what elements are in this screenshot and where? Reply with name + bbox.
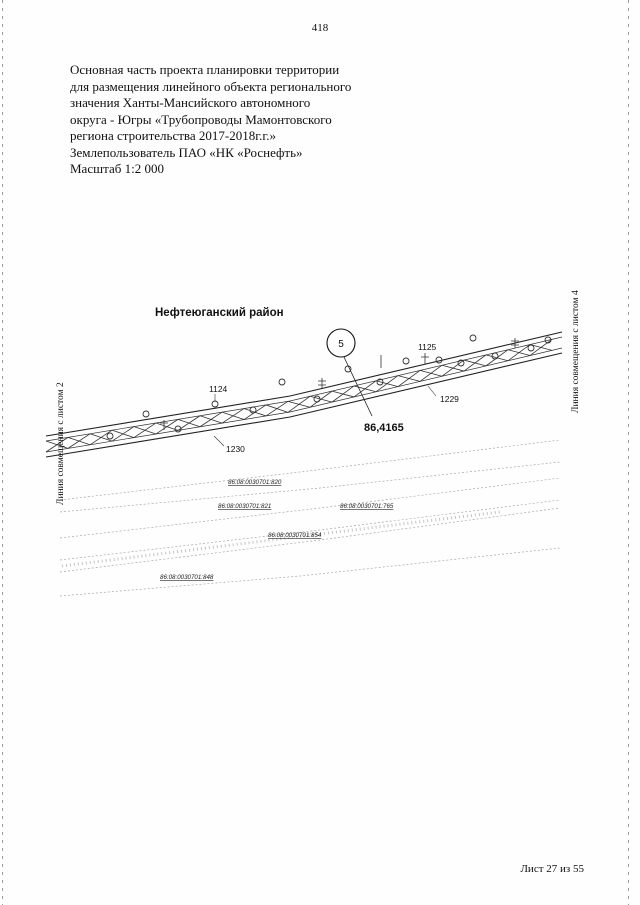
road-texture [61, 510, 501, 568]
point-leader [427, 385, 437, 397]
survey-marker [376, 378, 384, 386]
hatch-line [221, 408, 245, 424]
hatch-line [287, 395, 311, 413]
pole-icon [318, 378, 326, 388]
parcel-label: 86:08:0030701:848 [160, 574, 214, 581]
survey-marker [106, 432, 114, 440]
survey-marker [527, 344, 535, 352]
hatch-line [485, 349, 509, 367]
corridor-line-inner-bottom [45, 347, 563, 453]
survey-marker [278, 378, 286, 386]
hatch-line [331, 385, 355, 403]
hatch-line [265, 400, 289, 417]
hatch-line [67, 433, 91, 449]
pole-symbols [160, 338, 519, 430]
point-leader [213, 435, 225, 447]
pole-icon [421, 353, 429, 364]
parcel-label: 86:08:0030701:854 [268, 532, 322, 539]
right-match-line-label: Линия совмещения с листом 4 [571, 290, 581, 413]
hatch-line [45, 437, 69, 453]
hatch-line [353, 380, 377, 398]
scale-line: Масштаб 1:2 000 [70, 161, 164, 176]
hatch-line [177, 415, 201, 431]
hatch-line [375, 375, 399, 393]
parcel-boundary [59, 499, 561, 561]
page-number: 418 [311, 22, 329, 34]
survey-marker [142, 410, 150, 418]
hatch-line [529, 339, 553, 356]
road-band [61, 510, 501, 568]
hatch-line [133, 422, 157, 438]
scan-edge-right [628, 0, 629, 905]
point-label-1124: 1124 [209, 384, 228, 394]
survey-marker [344, 365, 352, 373]
hatch-line [89, 429, 113, 446]
parcel-boundaries [59, 439, 561, 597]
hatch-line [199, 411, 223, 428]
corridor-hatching [45, 339, 553, 453]
cadastral-block-number: 86,4165 [364, 422, 404, 434]
survey-marker [469, 334, 477, 342]
survey-marker [491, 352, 499, 360]
survey-marker [402, 357, 410, 365]
survey-markers [106, 334, 552, 440]
hatch-line [309, 390, 333, 408]
title-line: округа - Югры «Трубопроводы Мамонтовског… [70, 111, 332, 127]
point-label-1230: 1230 [226, 444, 245, 454]
survey-marker [313, 395, 321, 403]
left-match-line-label: Линия совмещения с листом 2 [56, 382, 66, 505]
point-label-1229: 1229 [440, 394, 459, 404]
parcel-labels: 86:08:0030701:820 86:08:0030701:821 86:0… [160, 479, 394, 581]
hatch-line [397, 370, 421, 387]
corridor-line-inner-top [45, 336, 563, 442]
hatch-line [419, 364, 443, 382]
pole-icon [511, 338, 519, 348]
scan-edge-left [2, 0, 3, 905]
title-line: региона строительства 2017-2018г.г.» [70, 128, 276, 143]
land-user-line: Землепользователь ПАО «НК «Роснефть» [70, 144, 303, 160]
parcel-boundary [59, 507, 561, 573]
parcel-boundary [59, 477, 561, 539]
parcel-boundary [59, 547, 561, 597]
title-line: Основная часть проекта планировки террит… [70, 62, 340, 77]
survey-marker [435, 356, 443, 364]
hatch-line [155, 419, 179, 435]
hatch-line [441, 359, 465, 377]
pole-icon [160, 420, 168, 430]
point-label-1125: 1125 [418, 342, 437, 352]
survey-marker [249, 406, 257, 414]
parcel-label: 86:08:0030701:765 [340, 503, 394, 510]
sheet-number: 5 [338, 339, 344, 350]
parcel-label: 86:08:0030701:821 [218, 503, 271, 510]
district-label: Нефтеюганский район [155, 307, 284, 319]
title-block: Основная часть проекта планировки террит… [70, 62, 370, 178]
pipeline-corridor [45, 331, 563, 458]
title-line: для размещения линейного объекта региона… [70, 78, 352, 94]
survey-marker [544, 336, 552, 344]
sheet-leader-line [343, 356, 373, 417]
hatch-line [507, 344, 531, 362]
survey-marker [174, 425, 182, 433]
parcel-label: 86:08:0030701:820 [228, 479, 282, 486]
sheet-number-circle [326, 328, 356, 358]
sheet-counter: Лист 27 из 55 [520, 863, 584, 875]
corridor-line-top [45, 331, 563, 437]
hatch-line [111, 426, 135, 442]
parcel-boundary [59, 439, 561, 501]
survey-marker [457, 359, 465, 367]
parcel-boundary [59, 461, 561, 513]
title-line: значения Ханты-Мансийского автономного [70, 95, 311, 110]
hatch-line [463, 354, 487, 372]
corridor-line-bottom [45, 352, 563, 458]
